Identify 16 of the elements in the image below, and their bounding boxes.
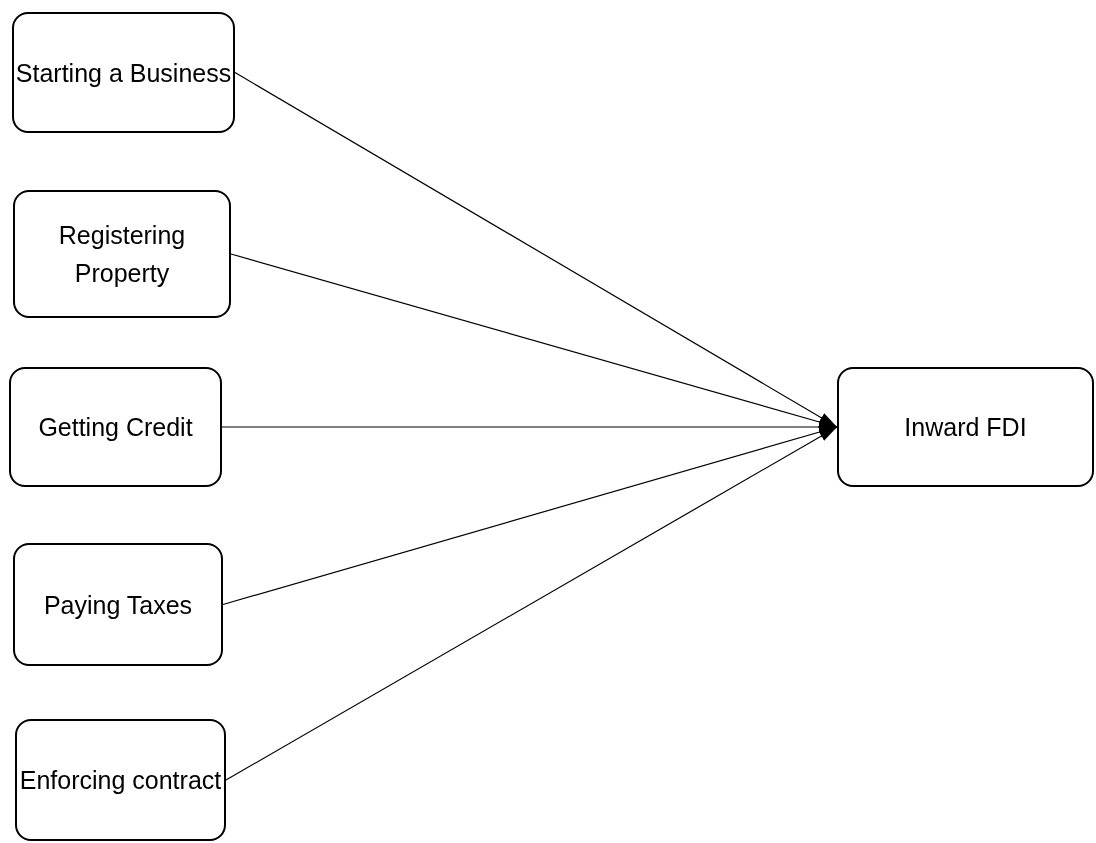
process-box — [837, 367, 1094, 487]
process-box — [9, 367, 222, 487]
arrow — [225, 426, 838, 781]
process-box — [13, 190, 231, 318]
process-box — [12, 12, 235, 133]
box-label: Enforcing contract — [19, 765, 222, 796]
box-label: Paying Taxes — [43, 589, 193, 621]
arrow — [234, 71, 838, 428]
arrow — [222, 426, 838, 606]
box-label: Getting Credit — [38, 412, 193, 443]
process-box — [15, 719, 226, 841]
arrow — [230, 253, 838, 428]
box-label: Inward FDI — [904, 412, 1027, 443]
box-label: Starting a Business — [15, 57, 232, 89]
box-label: Registering Property — [57, 220, 187, 289]
process-box — [13, 543, 223, 666]
